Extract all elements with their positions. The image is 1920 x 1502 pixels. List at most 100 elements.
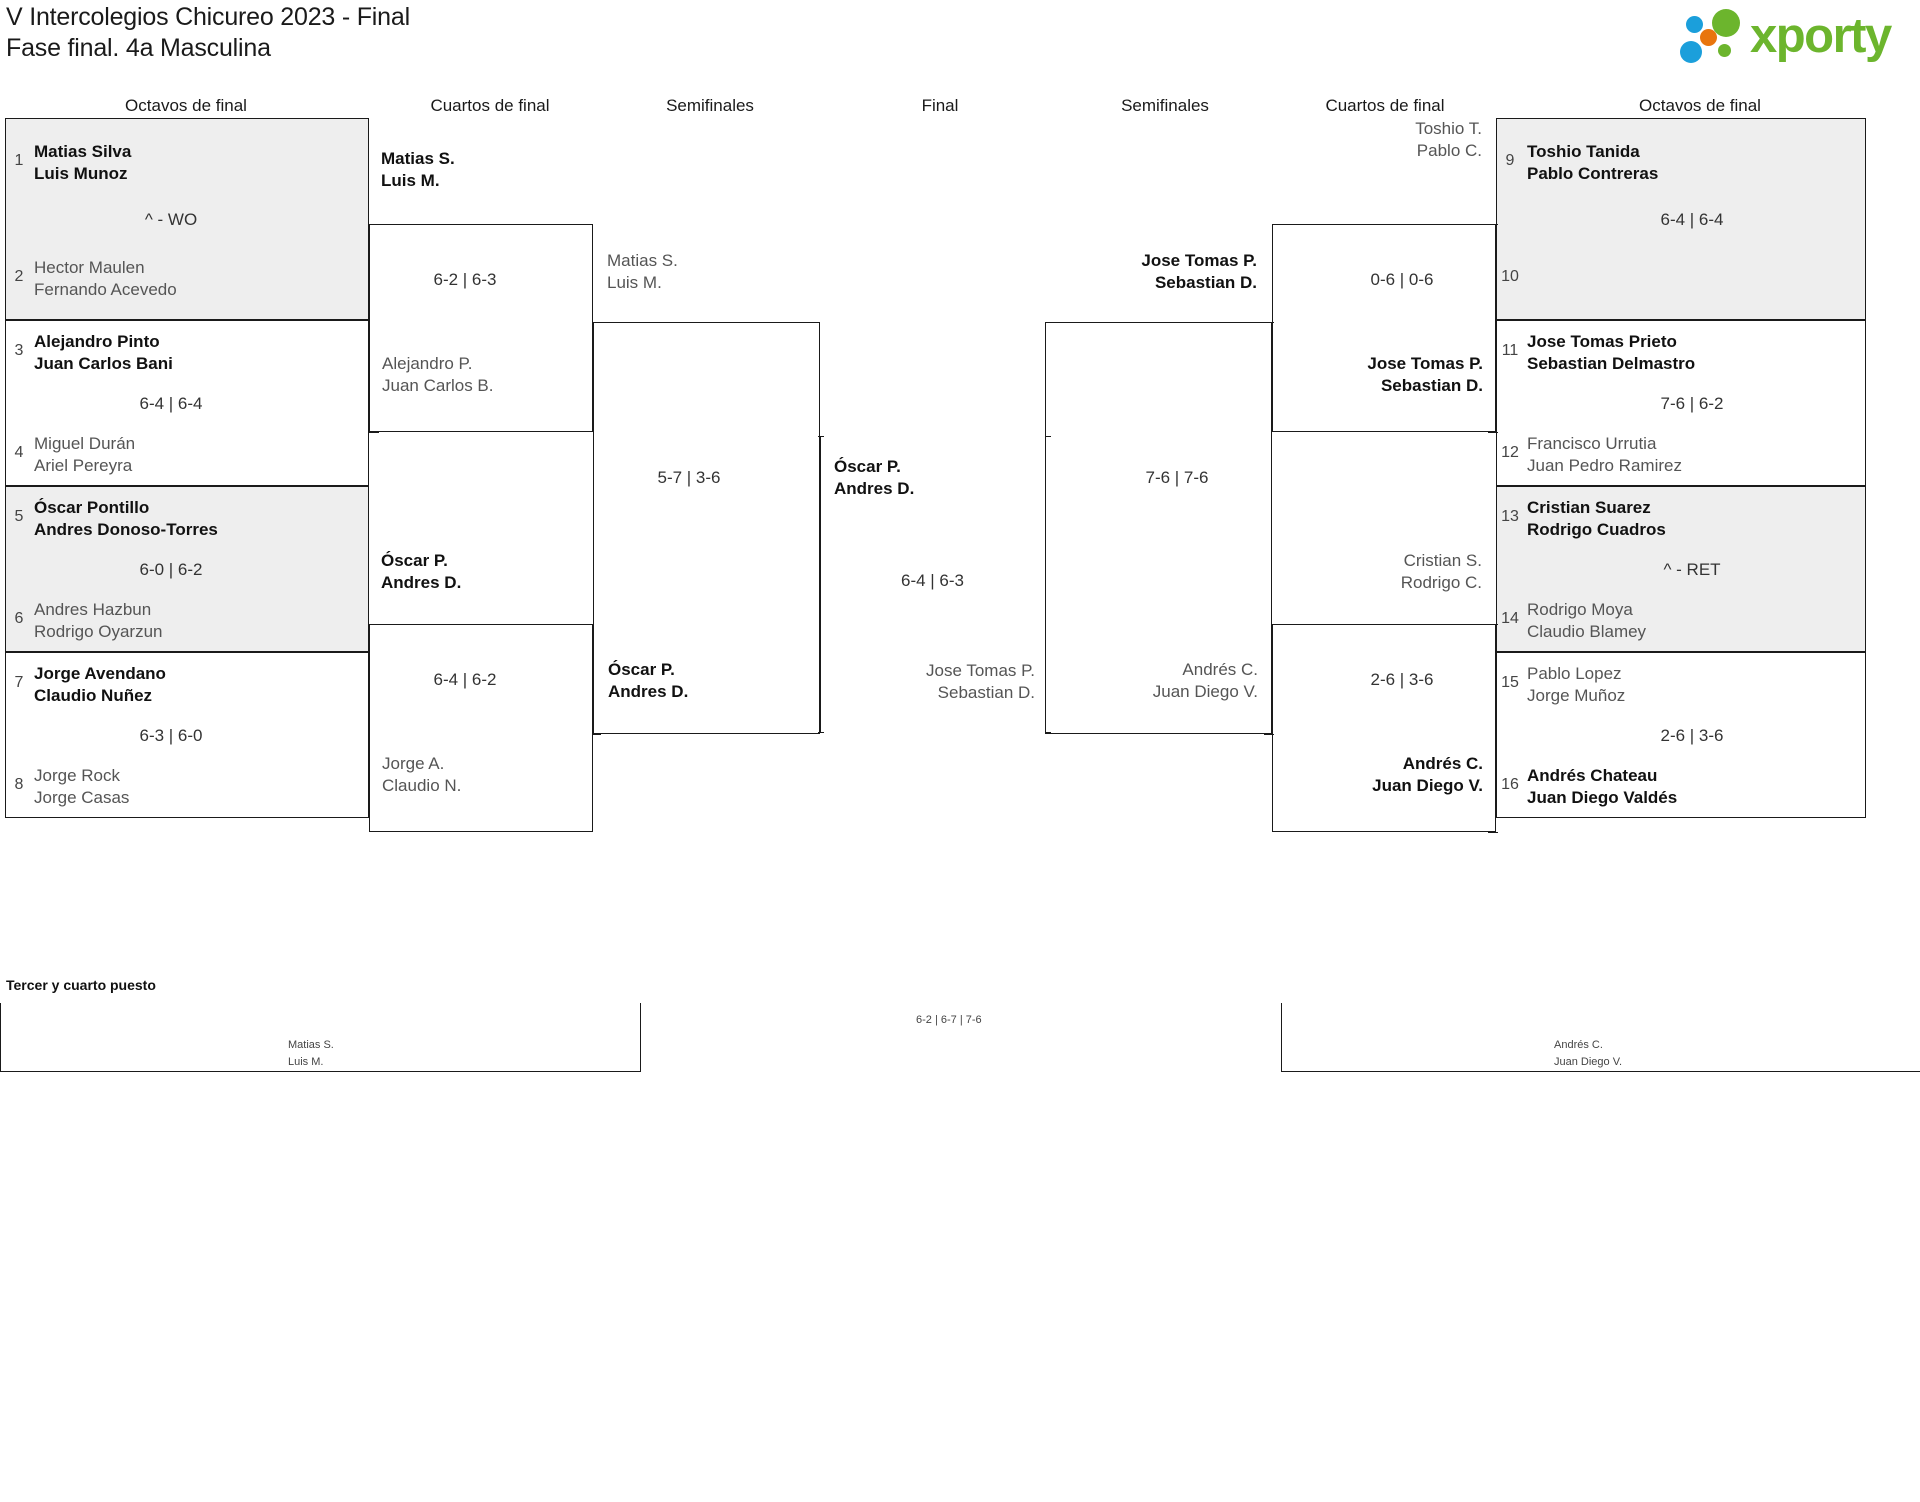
- seed-number: 15: [1501, 674, 1519, 691]
- team-bottom: Rodrigo Moya Claudio Blamey: [1527, 600, 1647, 641]
- team-bottom: Andrés C. Juan Diego V.: [1152, 660, 1258, 701]
- match-score: ^ - WO: [144, 210, 198, 229]
- connector: [1488, 624, 1498, 625]
- team-bottom: Alejandro P. Juan Carlos B.: [382, 354, 494, 395]
- round-label-right-qf: Cuartos de final: [1325, 96, 1445, 115]
- connector: [1488, 432, 1498, 433]
- third-place-left-bracket-start: [0, 1003, 1, 1071]
- team-bottom: Óscar P. Andres D.: [608, 660, 689, 701]
- match-score: 6-4 | 6-4: [139, 394, 203, 413]
- seed-number: 13: [1501, 508, 1519, 525]
- logo-dot-blue-small-icon: [1686, 16, 1703, 33]
- connector: [1488, 224, 1498, 225]
- seed-number: 2: [14, 268, 24, 285]
- third-place-team-left: Matias S. Luis M.: [288, 1039, 334, 1068]
- team-bottom: Andres Hazbun Rodrigo Oyarzun: [34, 600, 163, 641]
- team-bottom: Jose Tomas P. Sebastian D.: [1367, 354, 1483, 395]
- connector: [1045, 436, 1051, 437]
- match-left-r16-4[interactable]: 7 Jorge Avendano Claudio Nuñez 6-3 | 6-0…: [5, 652, 369, 818]
- match-score: 6-0 | 6-2: [139, 560, 203, 579]
- third-place-score: 6-2 | 6-7 | 7-6: [916, 1014, 982, 1026]
- team-bottom: Jorge A. Claudio N.: [382, 754, 462, 795]
- match-right-sf-1[interactable]: 7-6 | 7-6 Andrés C. Juan Diego V.: [1045, 322, 1272, 734]
- round-label-right-sf: Semifinales: [1121, 96, 1209, 115]
- tournament-subtitle: Fase final. 4a Masculina: [6, 34, 271, 62]
- seed-number: 12: [1501, 444, 1519, 461]
- team-top: Jose Tomas Prieto Sebastian Delmastro: [1527, 332, 1696, 373]
- team-left-qf-1-top: Matias S. Luis M.: [381, 149, 455, 190]
- team-right-qf-2-top: Cristian S. Rodrigo C.: [1400, 551, 1482, 592]
- match-right-qf-1[interactable]: 0-6 | 0-6 Jose Tomas P. Sebastian D.: [1272, 224, 1496, 432]
- team-right-qf-1-top: Toshio T. Pablo C.: [1415, 119, 1482, 160]
- match-score: 6-4 | 6-2: [433, 670, 497, 689]
- match-score: 5-7 | 3-6: [657, 468, 721, 487]
- team-top: Cristian Suarez Rodrigo Cuadros: [1527, 498, 1666, 539]
- connector: [818, 732, 824, 733]
- match-right-r16-3[interactable]: 13 Cristian Suarez Rodrigo Cuadros ^ - R…: [1496, 486, 1866, 652]
- match-score: 6-4 | 6-4: [1660, 210, 1724, 229]
- seed-number: 8: [14, 776, 24, 793]
- connector: [1264, 734, 1274, 735]
- team-top: Alejandro Pinto Juan Carlos Bani: [34, 332, 173, 373]
- seed-number: 11: [1501, 342, 1519, 359]
- team-top: Pablo Lopez Jorge Muñoz: [1527, 664, 1626, 705]
- match-left-sf-1[interactable]: 5-7 | 3-6 Óscar P. Andres D.: [593, 322, 820, 734]
- page-title: V Intercolegios Chicureo 2023 - Final Fa…: [6, 2, 410, 64]
- third-place-title: Tercer y cuarto puesto: [6, 977, 156, 993]
- connector: [593, 734, 601, 735]
- connector: [818, 436, 824, 437]
- third-place-team-right: Andrés C. Juan Diego V.: [1554, 1039, 1623, 1068]
- connector: [369, 432, 379, 433]
- match-right-qf-2[interactable]: 2-6 | 3-6 Andrés C. Juan Diego V.: [1272, 624, 1496, 832]
- connector: [593, 322, 601, 323]
- match-score: ^ - RET: [1663, 560, 1721, 579]
- match-score: 6-2 | 6-3: [433, 270, 497, 289]
- match-left-qf-1[interactable]: 6-2 | 6-3 Alejandro P. Juan Carlos B.: [369, 224, 593, 432]
- match-score: 2-6 | 3-6: [1370, 670, 1434, 689]
- match-right-r16-1[interactable]: 9 Toshio Tanida Pablo Contreras 6-4 | 6-…: [1496, 118, 1866, 320]
- connector: [1264, 322, 1274, 323]
- logo-dot-green-large-icon: [1712, 9, 1740, 37]
- team-top: Óscar Pontillo Andres Donoso-Torres: [34, 498, 218, 539]
- team-final-winner: Óscar P. Andres D.: [834, 457, 915, 498]
- logo-dot-blue-large-icon: [1680, 41, 1702, 63]
- seed-number: 9: [1505, 152, 1515, 169]
- match-score: 6-3 | 6-0: [139, 726, 203, 745]
- team-bottom: Andrés C. Juan Diego V.: [1372, 754, 1483, 795]
- team-bottom: Hector Maulen Fernando Acevedo: [34, 258, 177, 299]
- third-place-left-bracket-edge: [640, 1003, 641, 1071]
- round-label-final: Final: [921, 96, 959, 115]
- seed-number: 4: [14, 444, 24, 461]
- seed-number: 10: [1501, 268, 1519, 285]
- match-left-r16-1[interactable]: 1 Matias Silva Luis Munoz ^ - WO 2 Hecto…: [5, 118, 369, 320]
- seed-number: 14: [1501, 610, 1519, 627]
- match-score: 2-6 | 3-6: [1660, 726, 1724, 745]
- round-label-left-qf: Cuartos de final: [430, 96, 550, 115]
- round-label-left-sf: Semifinales: [666, 96, 754, 115]
- seed-number: 1: [14, 152, 24, 169]
- connector: [1488, 832, 1498, 833]
- match-right-r16-4[interactable]: 15 Pablo Lopez Jorge Muñoz 2-6 | 3-6 16 …: [1496, 652, 1866, 818]
- team-bottom: Miguel Durán Ariel Pereyra: [34, 434, 136, 475]
- team-bottom: Jorge Rock Jorge Casas: [34, 766, 130, 807]
- seed-number: 16: [1501, 776, 1519, 793]
- match-left-r16-2[interactable]: 3 Alejandro Pinto Juan Carlos Bani 6-4 |…: [5, 320, 369, 486]
- match-right-r16-2[interactable]: 11 Jose Tomas Prieto Sebastian Delmastro…: [1496, 320, 1866, 486]
- team-top: Matias Silva Luis Munoz: [34, 142, 132, 183]
- team-top: Toshio Tanida Pablo Contreras: [1527, 142, 1659, 183]
- connector: [369, 224, 379, 225]
- team-top: Jorge Avendano Claudio Nuñez: [34, 664, 166, 705]
- match-left-r16-3[interactable]: 5 Óscar Pontillo Andres Donoso-Torres 6-…: [5, 486, 369, 652]
- round-label-left-r16: Octavos de final: [125, 96, 247, 115]
- connector: [1045, 732, 1051, 733]
- match-score: 0-6 | 0-6: [1370, 270, 1434, 289]
- seed-number: 5: [14, 508, 24, 525]
- match-left-qf-2[interactable]: 6-4 | 6-2 Jorge A. Claudio N.: [369, 624, 593, 832]
- logo-dot-orange-icon: [1700, 29, 1717, 46]
- seed-number: 3: [14, 342, 24, 359]
- seed-number: 7: [14, 674, 24, 691]
- team-left-qf-2-top: Óscar P. Andres D.: [381, 551, 462, 592]
- logo-wordmark: xporty: [1750, 9, 1892, 63]
- team-final-runnerup: Jose Tomas P. Sebastian D.: [926, 661, 1035, 702]
- round-label-right-r16: Octavos de final: [1639, 96, 1761, 115]
